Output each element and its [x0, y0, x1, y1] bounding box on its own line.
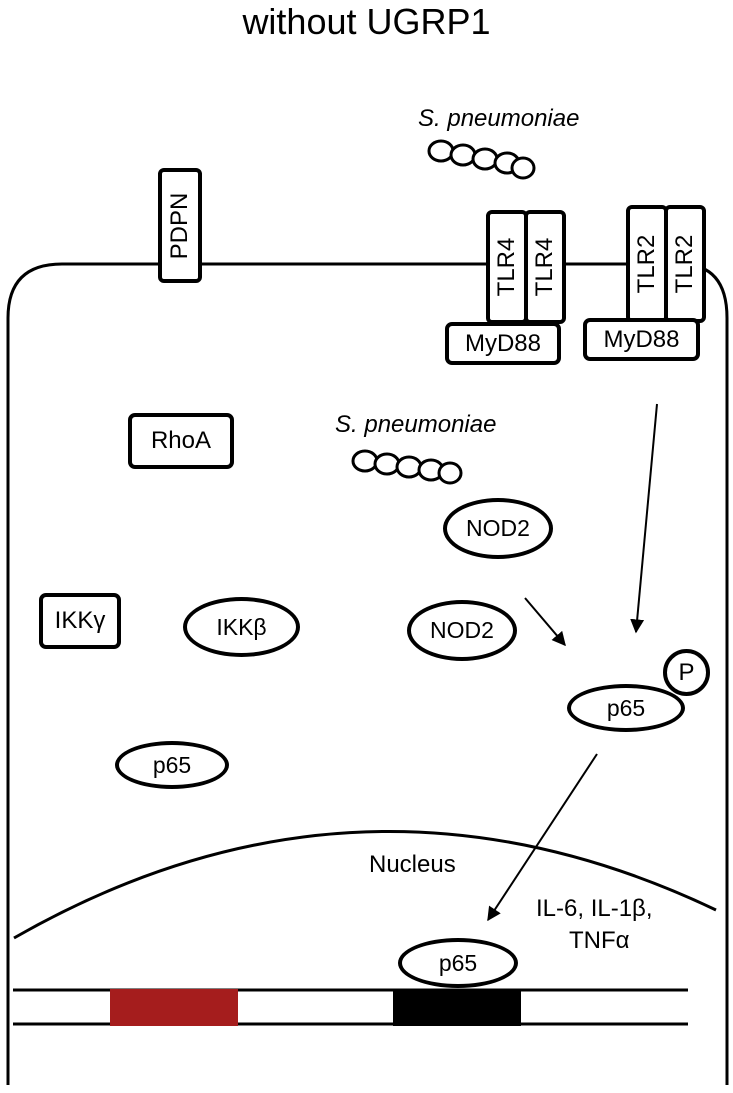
phosphate-group: P — [663, 649, 710, 696]
ikk-gamma-protein: IKKγ — [39, 593, 121, 649]
diagram-title: without UGRP1 — [242, 1, 491, 42]
ikk-beta-protein: IKKβ — [183, 597, 300, 657]
dna-red-segment — [110, 989, 238, 1026]
cytokines-line-1: IL-6, IL-1β, — [536, 895, 653, 922]
bacteria-chain-extracellular — [427, 139, 536, 180]
myd88-adapter-tlr4: MyD88 — [445, 322, 561, 365]
arrow-nod2-to-p65 — [524, 597, 566, 647]
tlr2-label-right: TLR2 — [671, 234, 698, 294]
tlr4-label-right: TLR4 — [531, 237, 558, 297]
rhoa-protein: RhoA — [128, 413, 234, 469]
bacteria-label-intracellular: S. pneumoniae — [335, 411, 497, 438]
tlr4-receptor-left: TLR4 — [486, 210, 528, 324]
arrow-p65-to-nucleus — [487, 753, 598, 922]
tlr4-receptor-right: TLR4 — [524, 210, 566, 324]
p65-protein-phosphorylated: p65 — [567, 684, 685, 732]
arrow-tlr2-to-p65 — [630, 403, 658, 634]
bacteria-chain-intracellular — [351, 449, 463, 485]
myd88-adapter-tlr2: MyD88 — [583, 318, 700, 361]
cell-membrane — [6, 262, 729, 1085]
tlr2-label-left: TLR2 — [633, 234, 660, 294]
p65-protein-dna-bound: p65 — [398, 938, 518, 988]
bacteria-label-extracellular: S. pneumoniae — [418, 105, 580, 132]
nucleus-label: Nucleus — [369, 851, 456, 878]
nod2-protein-upper: NOD2 — [443, 498, 553, 559]
tlr2-receptor-left: TLR2 — [626, 205, 668, 323]
pdpn-label: PDPN — [166, 192, 193, 259]
dna-black-segment — [393, 989, 521, 1026]
cytokines-line-2: TNFα — [569, 927, 630, 954]
nod2-protein-lower: NOD2 — [407, 600, 517, 661]
nucleus-membrane — [13, 829, 717, 940]
tlr2-receptor-right: TLR2 — [664, 205, 706, 323]
p65-protein-inactive: p65 — [115, 741, 229, 789]
tlr4-label-left: TLR4 — [493, 237, 520, 297]
pdpn-receptor: PDPN — [158, 168, 202, 283]
